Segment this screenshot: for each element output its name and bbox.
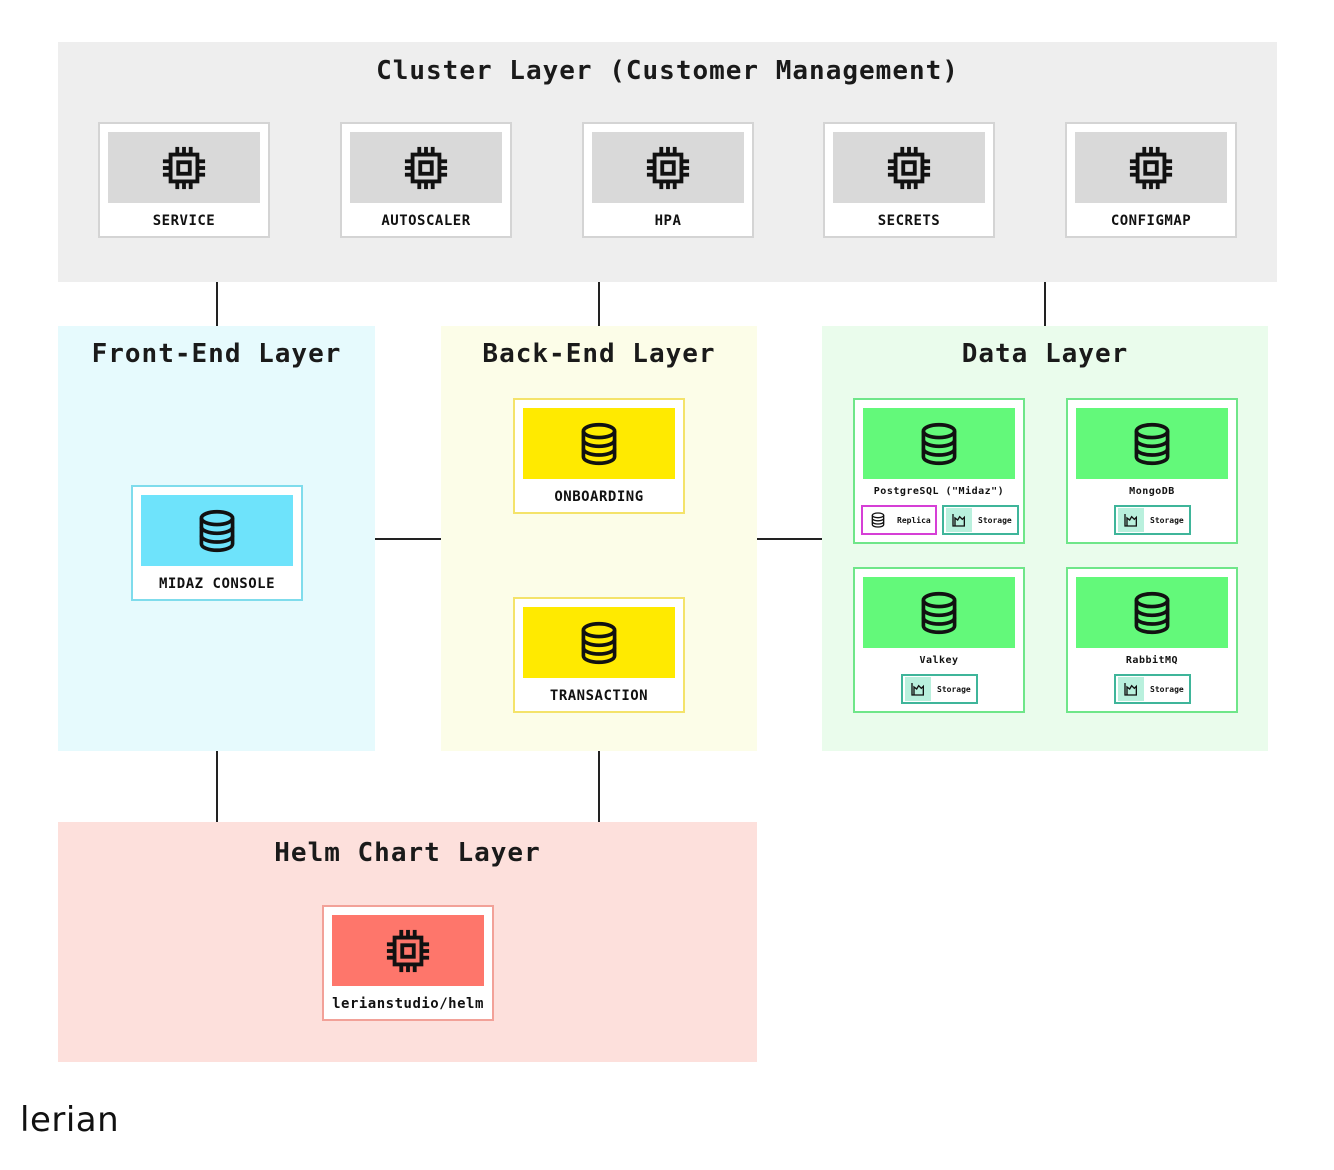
card-valkey-tile xyxy=(863,577,1015,648)
chip-icon xyxy=(645,145,691,191)
database-icon xyxy=(917,422,961,466)
card-postgresql[interactable]: PostgreSQL ("Midaz") Replica Storage xyxy=(853,398,1025,544)
card-service[interactable]: SERVICE xyxy=(98,122,270,238)
card-helm-tile xyxy=(332,915,484,986)
card-helm-label: lerianstudio/helm xyxy=(332,996,484,1012)
chip-icon xyxy=(161,145,207,191)
card-hpa[interactable]: HPA xyxy=(582,122,754,238)
card-service-tile xyxy=(108,132,260,203)
connector-backend-data xyxy=(757,538,822,540)
chip-icon xyxy=(1128,145,1174,191)
storage-chip[interactable]: Storage xyxy=(1114,505,1191,535)
storage-chart-icon xyxy=(905,677,931,701)
database-icon xyxy=(1130,591,1174,635)
card-helm[interactable]: lerianstudio/helm xyxy=(322,905,494,1021)
storage-chip[interactable]: Storage xyxy=(901,674,978,704)
card-configmap-tile xyxy=(1075,132,1227,203)
card-valkey[interactable]: Valkey Storage xyxy=(853,567,1025,713)
connector-service-frontend xyxy=(216,282,218,326)
replica-chip[interactable]: Replica xyxy=(861,505,937,535)
data-layer-title: Data Layer xyxy=(961,339,1129,369)
storage-chart-icon xyxy=(1118,508,1144,532)
database-icon xyxy=(1130,422,1174,466)
storage-chip-label: Storage xyxy=(978,515,1012,525)
cluster-layer: Cluster Layer (Customer Management) SERV… xyxy=(58,42,1277,282)
chip-icon xyxy=(385,928,431,974)
connector-configmap-data xyxy=(1044,282,1046,326)
database-icon xyxy=(195,509,239,553)
chip-icon xyxy=(886,145,932,191)
connector-frontend-backend xyxy=(375,538,441,540)
storage-chart-icon xyxy=(946,508,972,532)
card-configmap[interactable]: CONFIGMAP xyxy=(1065,122,1237,238)
frontend-layer: Front-End Layer MIDAZ CONSOLE xyxy=(58,326,375,751)
storage-chip-label: Storage xyxy=(937,684,971,694)
card-transaction[interactable]: TRANSACTION xyxy=(513,597,685,713)
card-secrets-label: SECRETS xyxy=(877,213,941,229)
database-icon xyxy=(865,508,891,532)
card-transaction-tile xyxy=(523,607,675,678)
frontend-layer-title: Front-End Layer xyxy=(91,339,342,369)
card-rabbitmq-tile xyxy=(1076,577,1228,648)
database-icon xyxy=(577,621,621,665)
database-icon xyxy=(577,422,621,466)
card-autoscaler-label: AUTOSCALER xyxy=(381,213,471,229)
card-mongodb-tile xyxy=(1076,408,1228,479)
card-rabbitmq-label: RabbitMQ xyxy=(1125,655,1179,666)
card-rabbitmq[interactable]: RabbitMQ Storage xyxy=(1066,567,1238,713)
card-transaction-label: TRANSACTION xyxy=(549,688,649,704)
card-autoscaler[interactable]: AUTOSCALER xyxy=(340,122,512,238)
card-onboarding-tile xyxy=(523,408,675,479)
card-midaz-console-tile xyxy=(141,495,293,566)
card-midaz-console-label: MIDAZ CONSOLE xyxy=(158,576,276,592)
connector-backend-helm xyxy=(598,751,600,822)
card-service-label: SERVICE xyxy=(152,213,216,229)
card-postgresql-tile xyxy=(863,408,1015,479)
card-valkey-label: Valkey xyxy=(919,655,959,666)
storage-chip-label: Storage xyxy=(1150,684,1184,694)
card-onboarding-label: ONBOARDING xyxy=(554,489,644,505)
storage-chip[interactable]: Storage xyxy=(942,505,1019,535)
card-postgresql-label: PostgreSQL ("Midaz") xyxy=(873,486,1005,497)
card-secrets-tile xyxy=(833,132,985,203)
cluster-layer-title: Cluster Layer (Customer Management) xyxy=(376,56,959,86)
database-icon xyxy=(917,591,961,635)
connector-frontend-helm xyxy=(216,751,218,822)
data-layer: Data Layer PostgreSQL ("Midaz") Replica … xyxy=(822,326,1268,751)
card-configmap-label: CONFIGMAP xyxy=(1110,213,1192,229)
card-midaz-console[interactable]: MIDAZ CONSOLE xyxy=(131,485,303,601)
card-onboarding[interactable]: ONBOARDING xyxy=(513,398,685,514)
storage-chip[interactable]: Storage xyxy=(1114,674,1191,704)
storage-chip-label: Storage xyxy=(1150,515,1184,525)
helm-layer-title: Helm Chart Layer xyxy=(274,838,541,868)
card-mongodb[interactable]: MongoDB Storage xyxy=(1066,398,1238,544)
card-hpa-tile xyxy=(592,132,744,203)
helm-layer: Helm Chart Layer lerianstudio/helm xyxy=(58,822,757,1062)
card-hpa-label: HPA xyxy=(654,213,682,229)
chip-icon xyxy=(403,145,449,191)
backend-layer-title: Back-End Layer xyxy=(482,339,716,369)
storage-chart-icon xyxy=(1118,677,1144,701)
backend-layer: Back-End Layer ONBOARDING TRANSACTION xyxy=(441,326,757,751)
card-autoscaler-tile xyxy=(350,132,502,203)
card-mongodb-label: MongoDB xyxy=(1129,486,1175,497)
card-secrets[interactable]: SECRETS xyxy=(823,122,995,238)
lerian-logo: lerian xyxy=(20,1100,120,1140)
replica-chip-label: Replica xyxy=(897,515,931,525)
connector-hpa-backend xyxy=(598,282,600,326)
